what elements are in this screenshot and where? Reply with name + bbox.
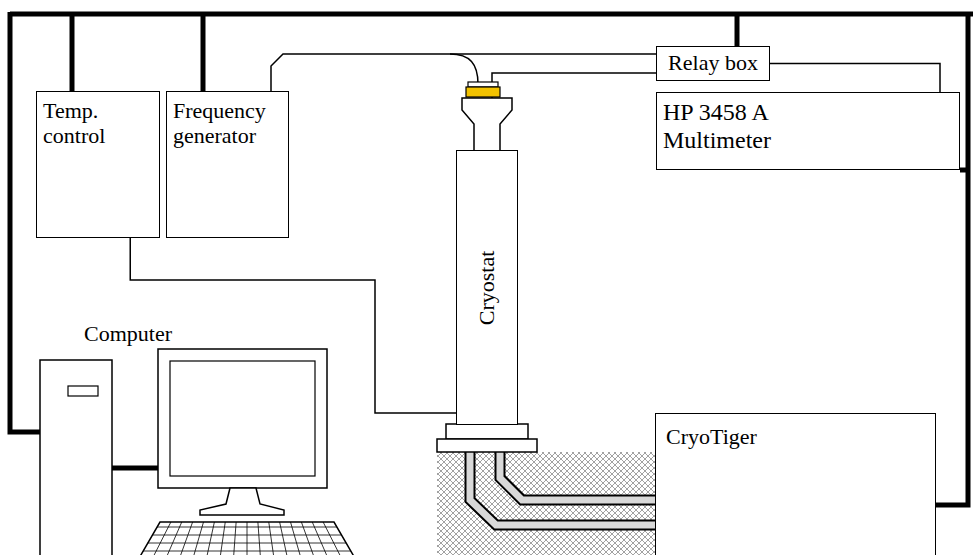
bus-wire <box>201 14 206 91</box>
drive-slot <box>68 386 98 396</box>
keyboard-keys <box>143 522 351 555</box>
key-column <box>312 522 329 555</box>
key-column <box>152 522 171 555</box>
keyboard <box>138 522 356 555</box>
signal-wire <box>492 73 656 150</box>
monitor <box>158 349 327 488</box>
key-column <box>301 522 315 555</box>
cryostat-column: Cryostat <box>456 150 518 425</box>
bus-wire <box>112 466 158 471</box>
generator-box: Frequency generator <box>166 91 289 238</box>
key-column <box>247 522 248 555</box>
computer-tower <box>40 360 112 555</box>
node-label: Cryostat <box>474 250 499 325</box>
bus-wire <box>960 168 968 173</box>
helium-hose-inner <box>500 452 662 500</box>
node-label: Relay box <box>668 50 758 75</box>
key-column <box>291 522 302 555</box>
bus-wire <box>70 14 75 91</box>
signal-wire <box>450 54 478 84</box>
multimeter-box: HP 3458 A Multimeter <box>656 92 960 170</box>
computer-label: Computer <box>84 322 172 346</box>
key-column <box>233 522 236 555</box>
controller-box: Temp. control <box>36 91 160 238</box>
node-label: Frequency generator <box>173 98 281 149</box>
cryocooler-box: CryoTiger <box>655 413 936 555</box>
cryostat-flange <box>446 424 528 439</box>
bus-wire <box>735 14 740 46</box>
helium-hose <box>500 452 662 500</box>
key-column <box>280 522 288 555</box>
cryostat-head <box>462 98 512 151</box>
bus-wire <box>10 12 973 17</box>
key-column <box>193 522 204 555</box>
key-column <box>179 522 193 555</box>
node-label: CryoTiger <box>666 424 757 449</box>
signal-wire <box>770 64 940 93</box>
monitor-screen <box>170 361 315 476</box>
connector-plug <box>468 82 498 87</box>
bus-wire <box>936 14 968 505</box>
connector-socket <box>466 87 500 97</box>
monitor-stand <box>200 488 284 515</box>
key-column <box>269 522 275 555</box>
key-column <box>206 522 214 555</box>
node-label: HP 3458 A Multimeter <box>663 99 823 154</box>
key-column <box>165 522 182 555</box>
key-column <box>220 522 226 555</box>
node-label: Temp. control <box>43 98 151 149</box>
cryostat-base-plate <box>437 439 537 452</box>
key-column <box>323 522 342 555</box>
relay-box: Relay box <box>656 46 770 81</box>
key-column <box>258 522 261 555</box>
